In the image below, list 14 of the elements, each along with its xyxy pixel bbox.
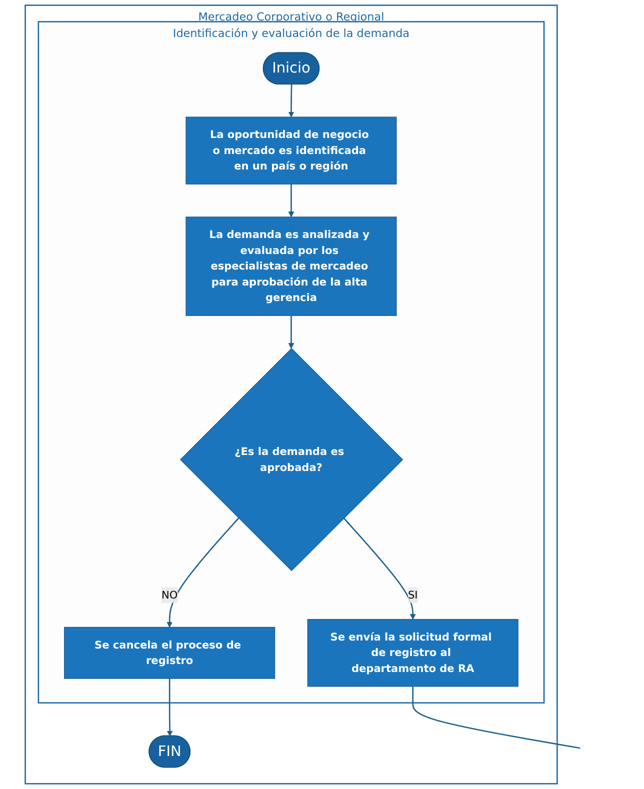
node-box: La oportunidad de negocio o mercado es identificada en un país o región <box>185 116 396 184</box>
node-box: Se envía la solicitud formal de registro al departamento de RA <box>306 619 518 687</box>
arrow <box>288 316 294 349</box>
node-diamond: ¿Es la demanda es aprobada? <box>180 348 403 572</box>
node-box: Se cancela el proceso de registro <box>64 626 275 679</box>
connector <box>412 686 580 749</box>
edge-label: SI <box>408 588 418 601</box>
arrow <box>166 518 239 628</box>
node-box: La demanda es analizada y evaluada por los especialistas de mercadeo para aprobación de la alta gerencia <box>185 216 396 316</box>
arrow <box>288 84 294 118</box>
arrow <box>166 678 172 736</box>
edge-label: NO <box>161 588 178 601</box>
arrow <box>342 518 416 620</box>
arrow <box>288 184 294 218</box>
